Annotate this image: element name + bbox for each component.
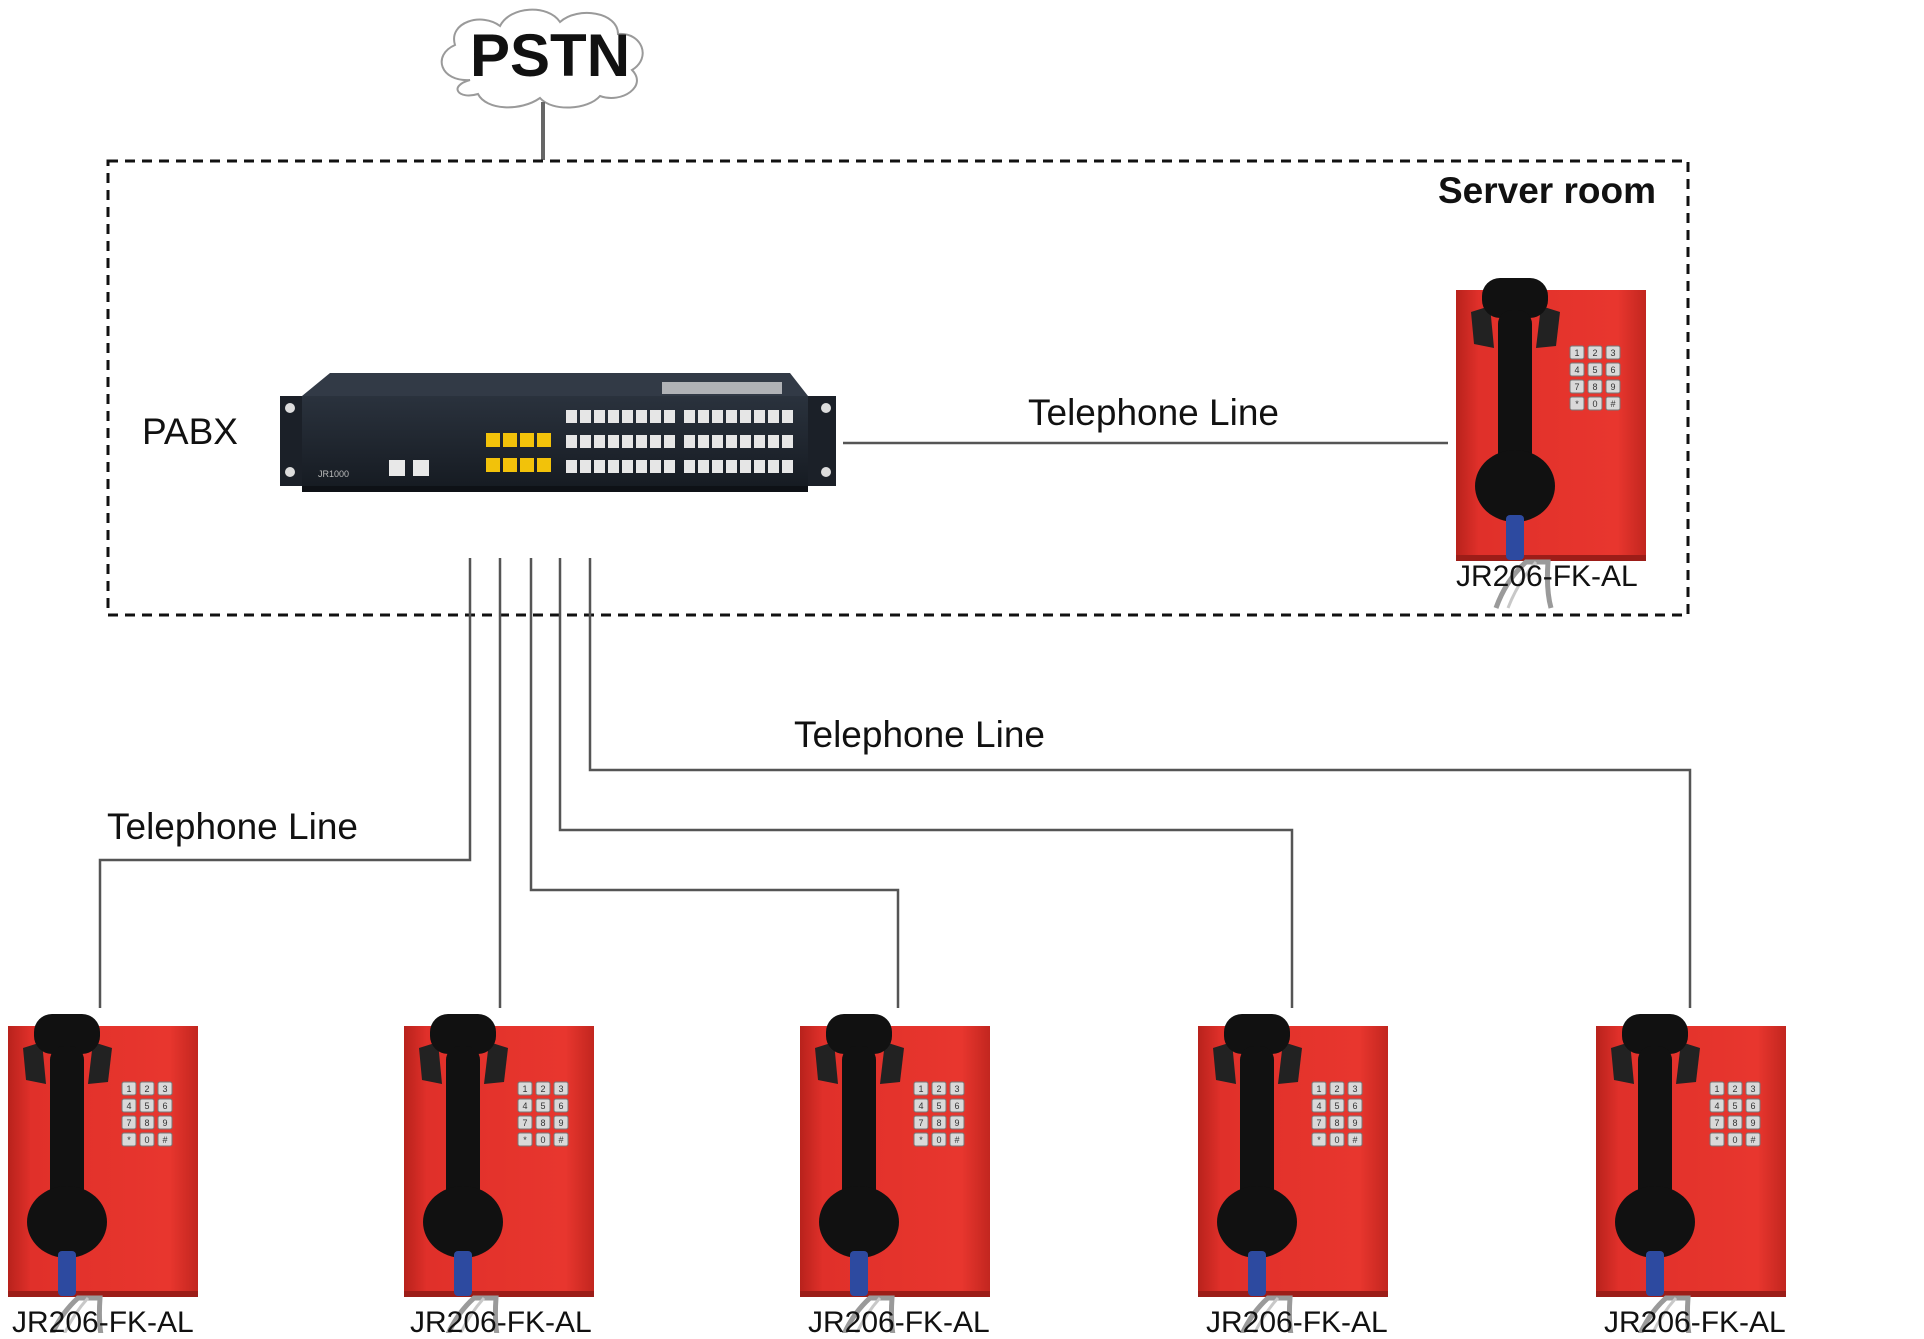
pabx-extension-port [698,435,709,448]
pabx-extension-port [768,460,779,473]
pabx-extension-port [726,435,737,448]
pabx-extension-port [712,460,723,473]
pabx-extension-port [782,435,793,448]
phone-3 [800,1014,990,1333]
pabx-extension-port [580,410,591,423]
pabx-model-text: JR1000 [318,469,349,479]
phone-4-model: JR206-FK-AL [1206,1306,1388,1339]
server-room-phone [1456,278,1646,608]
phone-1-model: JR206-FK-AL [12,1306,194,1339]
pabx-extension-port [684,435,695,448]
pabx-extension-port [566,460,577,473]
pabx-extension-port [664,460,675,473]
pabx-label: PABX [142,411,238,452]
connections [98,441,1692,1008]
pabx-extension-port [650,410,661,423]
pabx-extension-port [622,435,633,448]
pabx-extension-port [754,410,765,423]
pabx-trunk-port [486,433,500,447]
pabx-extension-port [782,410,793,423]
phone-5-model: JR206-FK-AL [1604,1306,1786,1339]
line-phone-3 [529,558,900,1008]
pabx-extension-port [650,460,661,473]
pabx-extension-port [740,410,751,423]
pabx-extension-port [684,460,695,473]
pabx-trunk-port [520,433,534,447]
pstn-cloud [440,8,644,109]
pabx-extension-port [580,435,591,448]
pabx-extension-port [580,460,591,473]
pabx-extension-port [726,410,737,423]
pabx-extension-port [712,410,723,423]
phone-2-model: JR206-FK-AL [410,1306,592,1339]
pabx-trunk-port [503,433,517,447]
pabx-extension-port [622,410,633,423]
pabx-extension-port [608,410,619,423]
pabx-trunk-port [486,458,500,472]
pabx-extension-port [636,410,647,423]
pabx-trunk-port [520,458,534,472]
pabx-extension-port [768,410,779,423]
pabx-extension-port [740,460,751,473]
pabx-extension-port [664,435,675,448]
line-phone-1 [98,558,472,1008]
pabx-extension-port [698,410,709,423]
pabx-extension-port [566,410,577,423]
phone-3-model: JR206-FK-AL [808,1306,990,1339]
pabx-trunk-port [537,433,551,447]
telephone-line-label-middle: Telephone Line [794,714,1045,755]
telephone-line-label-server: Telephone Line [1028,392,1279,433]
pabx-extension-port [594,460,605,473]
pabx-extension-port [754,435,765,448]
line-phone-4 [558,558,1294,1008]
pabx-extension-port [740,435,751,448]
server-phone-model: JR206-FK-AL [1456,560,1638,593]
pabx-device: JR1000 [280,373,836,492]
pabx-trunk-port [537,458,551,472]
pabx-extension-port [622,460,633,473]
pabx-extension-port [608,435,619,448]
pstn-label: PSTN [470,22,631,89]
pabx-extension-port [664,410,675,423]
pabx-extension-port [594,410,605,423]
pabx-extension-port [726,460,737,473]
line-phone-5 [588,558,1692,1008]
phone-4 [1198,1014,1388,1333]
phone-5 [1596,1014,1786,1333]
pabx-extension-port [698,460,709,473]
pabx-extension-port [636,460,647,473]
pabx-extension-port [566,435,577,448]
pabx-extension-port [712,435,723,448]
phone-1 [8,1014,198,1333]
pabx-extension-port [650,435,661,448]
pabx-extension-port [594,435,605,448]
pabx-extension-port [754,460,765,473]
phone-2 [404,1014,594,1333]
pabx-extension-port [608,460,619,473]
pabx-extension-port [684,410,695,423]
pabx-trunk-port [503,458,517,472]
telephone-line-label-left: Telephone Line [107,806,358,847]
pabx-extension-port [782,460,793,473]
pabx-extension-port [636,435,647,448]
server-room-label: Server room [1438,170,1656,211]
server-room-boundary [106,159,1690,617]
pabx-extension-port [768,435,779,448]
